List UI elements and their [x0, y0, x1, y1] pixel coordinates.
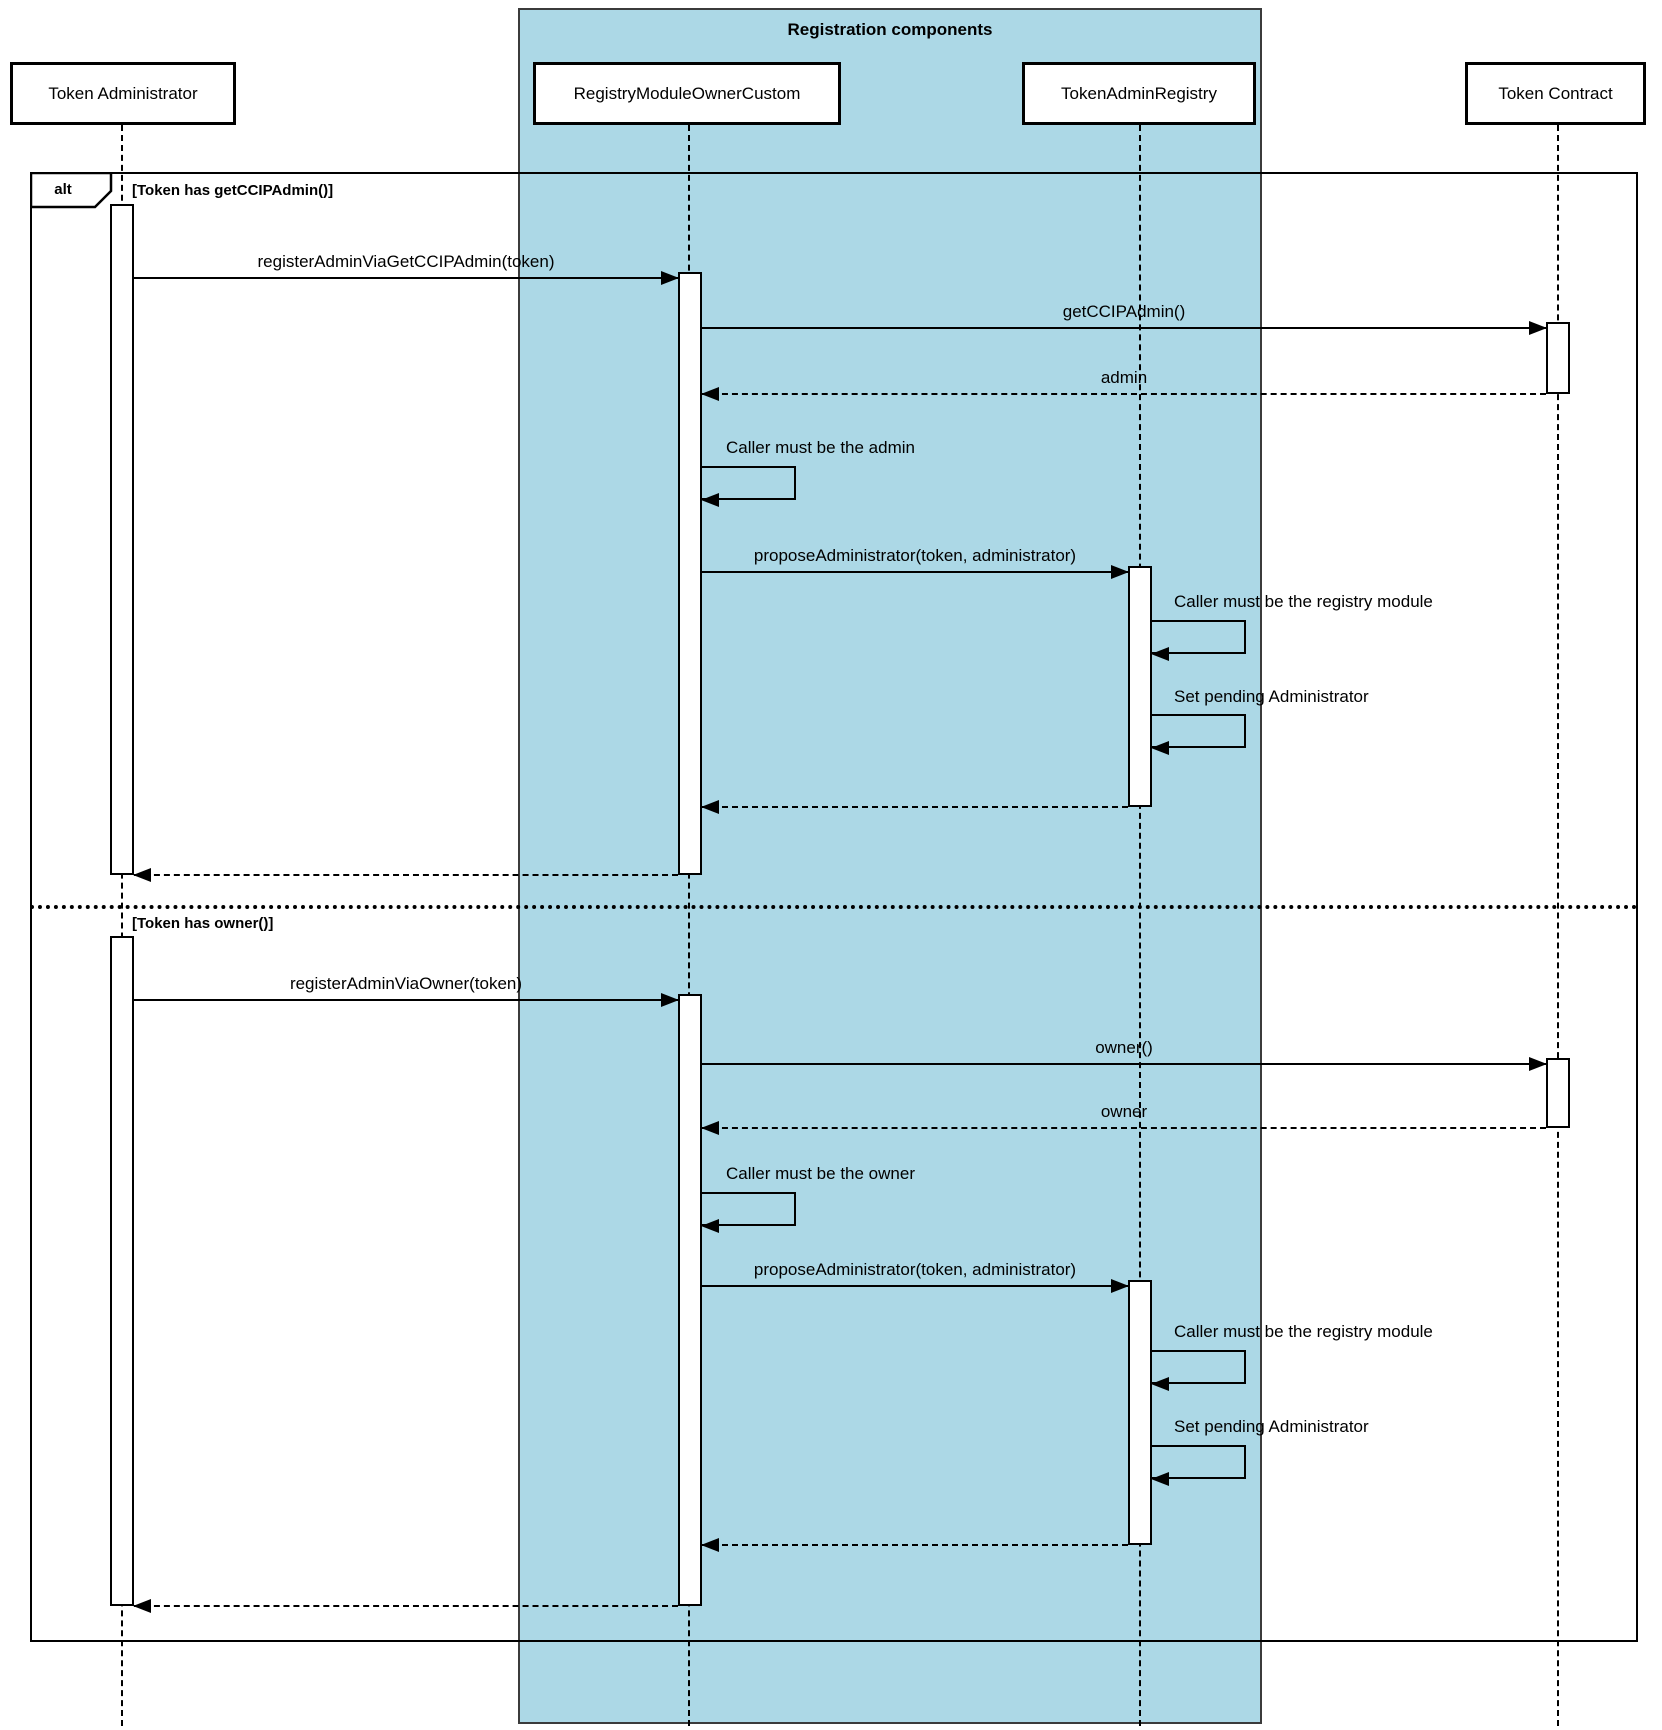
guard-label-branch-1: [Token has getCCIPAdmin()]	[132, 182, 334, 199]
activation-bar-token-administrator-1	[110, 204, 134, 875]
activation-bar-token-contract-2	[1546, 1058, 1570, 1128]
arrowhead-icon	[1529, 321, 1547, 335]
alt-operator-label: alt	[54, 180, 72, 198]
self-message-label-caller-owner: Caller must be the owner	[726, 1164, 915, 1183]
arrowhead-icon	[661, 271, 679, 285]
participant-label: TokenAdminRegistry	[1061, 83, 1217, 103]
activation-bar-token-contract-1	[1546, 322, 1570, 394]
arrowhead-icon	[701, 1219, 719, 1233]
self-message-label-caller-registry-module-2: Caller must be the registry module	[1174, 1322, 1433, 1341]
participant-label: Token Contract	[1498, 83, 1613, 103]
self-message-loop-caller-registry-module-1	[1151, 620, 1246, 661]
message-arrow-propose-administrator-2	[702, 1279, 1129, 1293]
self-message-label-set-pending-administrator-2: Set pending Administrator	[1174, 1417, 1369, 1436]
message-label-getccipadmin: getCCIPAdmin()	[1062, 302, 1186, 321]
arrowhead-icon	[701, 1121, 719, 1135]
alt-operator-pentagon	[30, 172, 113, 209]
guard-label-branch-2: [Token has owner()]	[132, 915, 274, 932]
return-arrow-registry-to-module-2	[701, 1538, 1128, 1552]
return-arrow-registry-to-module-1	[701, 800, 1128, 814]
return-arrow-module-to-administrator-1	[133, 868, 678, 882]
arrowhead-icon	[1151, 647, 1169, 661]
lifeline-token-admin-registry	[1139, 125, 1141, 1726]
return-arrow-admin	[701, 387, 1546, 401]
arrowhead-icon	[1111, 1279, 1129, 1293]
return-label-admin: admin	[1100, 368, 1148, 387]
message-arrow-register-admin-via-getccipadmin	[134, 271, 679, 285]
message-label-register-admin-via-owner: registerAdminViaOwner(token)	[289, 974, 523, 993]
message-arrow-propose-administrator-1	[702, 565, 1129, 579]
self-message-loop-caller-owner	[701, 1192, 796, 1233]
activation-bar-token-administrator-2	[110, 936, 134, 1606]
self-message-label-caller-registry-module-1: Caller must be the registry module	[1174, 592, 1433, 611]
arrowhead-icon	[1111, 565, 1129, 579]
message-label-propose-administrator-2: proposeAdministrator(token, administrato…	[753, 1260, 1077, 1279]
message-label-owner-call: owner()	[1095, 1038, 1153, 1057]
region-title: Registration components	[787, 20, 993, 39]
participant-box-token-admin-registry: TokenAdminRegistry	[1022, 62, 1256, 125]
arrowhead-icon	[1151, 1377, 1169, 1391]
participant-box-token-contract: Token Contract	[1465, 62, 1646, 125]
activation-bar-registry-module-1	[678, 272, 702, 875]
branch-divider	[30, 905, 1638, 909]
arrowhead-icon	[701, 493, 719, 507]
message-arrow-register-admin-via-owner	[134, 993, 679, 1007]
arrowhead-icon	[661, 993, 679, 1007]
participant-box-registry-module-owner-custom: RegistryModuleOwnerCustom	[533, 62, 841, 125]
arrowhead-icon	[1151, 1472, 1169, 1486]
lifeline-registry-module-owner-custom	[688, 125, 690, 1726]
self-message-label-caller-admin: Caller must be the admin	[726, 438, 915, 457]
return-label-owner: owner	[1100, 1102, 1148, 1121]
return-arrow-owner	[701, 1121, 1546, 1135]
participant-box-token-administrator: Token Administrator	[10, 62, 236, 125]
arrowhead-icon	[1151, 741, 1169, 755]
participant-label: RegistryModuleOwnerCustom	[573, 83, 801, 103]
message-arrow-getccipadmin	[702, 321, 1547, 335]
lifeline-token-administrator	[121, 125, 123, 1726]
self-message-loop-set-pending-administrator-1	[1151, 714, 1246, 755]
lifeline-token-contract	[1557, 125, 1559, 1726]
message-arrow-owner-call	[702, 1057, 1547, 1071]
arrowhead-icon	[1529, 1057, 1547, 1071]
arrowhead-icon	[701, 800, 719, 814]
arrowhead-icon	[133, 868, 151, 882]
arrowhead-icon	[701, 1538, 719, 1552]
message-label-register-admin-via-getccipadmin: registerAdminViaGetCCIPAdmin(token)	[257, 252, 555, 271]
self-message-loop-set-pending-administrator-2	[1151, 1445, 1246, 1486]
self-message-loop-caller-registry-module-2	[1151, 1350, 1246, 1391]
self-message-label-set-pending-administrator-1: Set pending Administrator	[1174, 687, 1369, 706]
return-arrow-module-to-administrator-2	[133, 1599, 678, 1613]
arrowhead-icon	[701, 387, 719, 401]
message-label-propose-administrator-1: proposeAdministrator(token, administrato…	[753, 546, 1077, 565]
arrowhead-icon	[133, 1599, 151, 1613]
activation-bar-token-admin-registry-2	[1128, 1280, 1152, 1545]
activation-bar-token-admin-registry-1	[1128, 566, 1152, 807]
activation-bar-registry-module-2	[678, 994, 702, 1606]
self-message-loop-caller-admin	[701, 466, 796, 507]
participant-label: Token Administrator	[48, 83, 198, 103]
